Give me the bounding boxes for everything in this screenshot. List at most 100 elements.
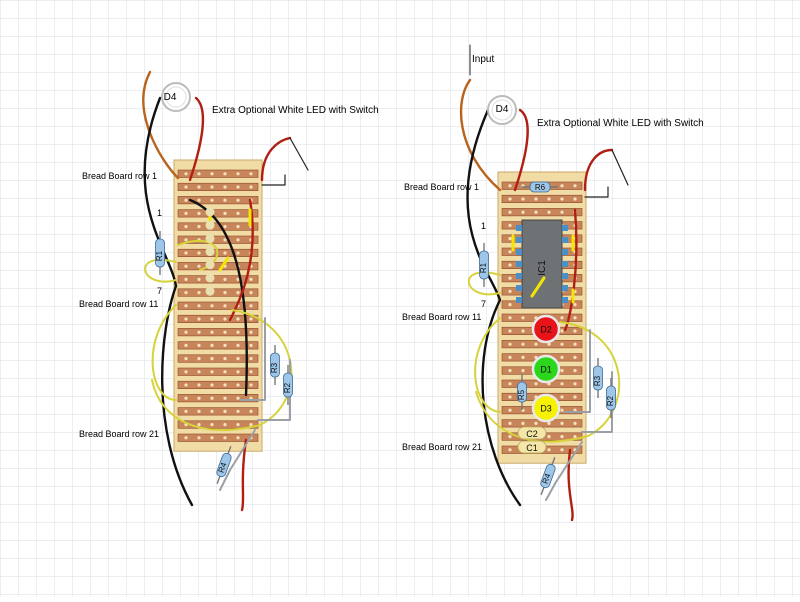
right-hole [508, 184, 512, 188]
right-hole [508, 435, 512, 439]
left-hole [236, 185, 240, 189]
left-hole [197, 251, 201, 255]
left-hole [210, 172, 214, 176]
right-hole [560, 329, 564, 333]
right-hole [508, 408, 512, 412]
right-hole [573, 435, 577, 439]
left-hole [236, 370, 240, 374]
left-hole [249, 317, 253, 321]
right-hole [547, 210, 551, 214]
left-hole [249, 185, 253, 189]
right-resistor-r3-body [593, 365, 603, 391]
left-hole [197, 198, 201, 202]
right-hole [560, 342, 564, 346]
left-hole [197, 277, 201, 281]
left-resistor-r2: R2 [283, 365, 293, 405]
left-copper-strip [177, 196, 259, 205]
left-hole [210, 198, 214, 202]
right-hole [508, 276, 512, 280]
left-row11-label: Bread Board row 11 [79, 299, 158, 309]
right-resistor-r2: R2 [606, 378, 616, 418]
left-hole [223, 304, 227, 308]
left-copper-strip [177, 182, 259, 191]
right-hole [521, 316, 525, 320]
left-copper-strip [177, 394, 259, 403]
left-hole [184, 370, 188, 374]
left-hole [236, 436, 240, 440]
left-hole [210, 317, 214, 321]
right-yellow-loop-3 [475, 321, 621, 443]
left-hole [184, 172, 188, 176]
left-resistor-r4-body [216, 452, 232, 478]
left-hole [223, 198, 227, 202]
right-led-d1: D1 [531, 354, 561, 384]
left-grey-jumper-3 [219, 429, 256, 491]
left-hole [210, 370, 214, 374]
left-hole [236, 409, 240, 413]
left-hole [197, 396, 201, 400]
left-pad [205, 207, 215, 217]
left-copper-strip [177, 235, 259, 244]
left-hole [236, 343, 240, 347]
left-hole [223, 185, 227, 189]
right-resistor-r4-label: R4 [541, 472, 553, 485]
right-ic-pin [516, 249, 522, 255]
right-hole [573, 421, 577, 425]
right-hole [547, 342, 551, 346]
left-hole [236, 383, 240, 387]
left-hole [197, 317, 201, 321]
right-hole [573, 355, 577, 359]
right-pin7-label: 7 [481, 299, 486, 309]
right-row21-label: Bread Board row 21 [402, 442, 482, 452]
right-copper-strip [501, 194, 583, 203]
right-hole [560, 395, 564, 399]
left-hole [236, 251, 240, 255]
right-grey-jumper-1 [563, 329, 591, 413]
left-pin1-label: 1 [157, 208, 162, 218]
left-red-wire-switch [260, 136, 292, 182]
right-hole [521, 342, 525, 346]
left-hole [210, 409, 214, 413]
left-hole [249, 370, 253, 374]
left-hole [223, 370, 227, 374]
left-hole [184, 383, 188, 387]
left-hole [223, 317, 227, 321]
left-pad [205, 233, 215, 243]
right-hole [508, 355, 512, 359]
left-hole [236, 172, 240, 176]
right-hole [508, 289, 512, 293]
right-red-wire-switch [583, 148, 614, 192]
right-hole [560, 197, 564, 201]
left-hole [197, 357, 201, 361]
left-pad [205, 286, 215, 296]
left-hole [236, 211, 240, 215]
right-diagram: Input D4 Extra Optional White LED with S… [402, 54, 704, 452]
left-yellow-loop-2 [151, 304, 177, 401]
right-row11-label: Bread Board row 11 [402, 312, 481, 322]
right-hole [521, 210, 525, 214]
left-d4-led [161, 82, 191, 112]
right-copper-strip [501, 208, 583, 217]
left-copper-strip [177, 407, 259, 416]
right-ic-pin [516, 273, 522, 279]
right-resistor-r6-body [529, 181, 551, 193]
left-hole [249, 277, 253, 281]
right-hole [560, 435, 564, 439]
right-hole [573, 184, 577, 188]
left-hole [236, 198, 240, 202]
left-hole [236, 277, 240, 281]
left-hole [223, 423, 227, 427]
right-hole [508, 369, 512, 373]
left-hole [249, 172, 253, 176]
left-hole [249, 409, 253, 413]
right-hole [560, 184, 564, 188]
right-led-d1-body [531, 354, 561, 384]
left-hole [197, 383, 201, 387]
left-hole [249, 383, 253, 387]
right-resistor-r4: R4 [540, 456, 556, 496]
left-hole [184, 238, 188, 242]
left-pad [205, 247, 215, 257]
left-link-2 [218, 256, 230, 272]
left-pad [205, 220, 215, 230]
